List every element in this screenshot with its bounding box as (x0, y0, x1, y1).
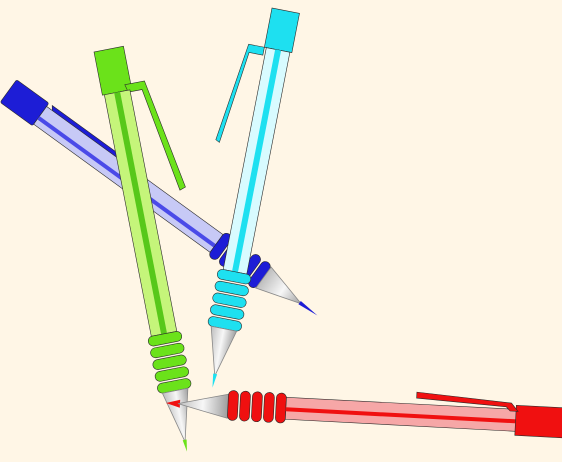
green-pen-tip (182, 439, 187, 452)
cyan-pen-cap (264, 7, 300, 53)
red-pen-grip (227, 390, 287, 424)
cyan-pen (207, 7, 300, 388)
cyan-pen-clip (215, 43, 265, 143)
red-pen-clip (416, 391, 519, 412)
red-pen-stripe (285, 407, 526, 424)
green-pen-grip (147, 331, 192, 394)
blue-pen-cone (255, 266, 303, 305)
blue-pen-tip (298, 300, 318, 316)
cyan-pen-stripe (232, 49, 282, 273)
green-pen-stripe (114, 91, 168, 335)
cyan-pen-grip (207, 269, 252, 332)
cyan-pen-tip (212, 373, 218, 388)
red-pen-tip (166, 399, 181, 408)
red-pen-cap (514, 405, 562, 439)
cyan-pen-cone (210, 325, 238, 378)
green-pen-cone (161, 387, 189, 442)
green-pen (93, 45, 192, 452)
red-pen (166, 390, 562, 439)
